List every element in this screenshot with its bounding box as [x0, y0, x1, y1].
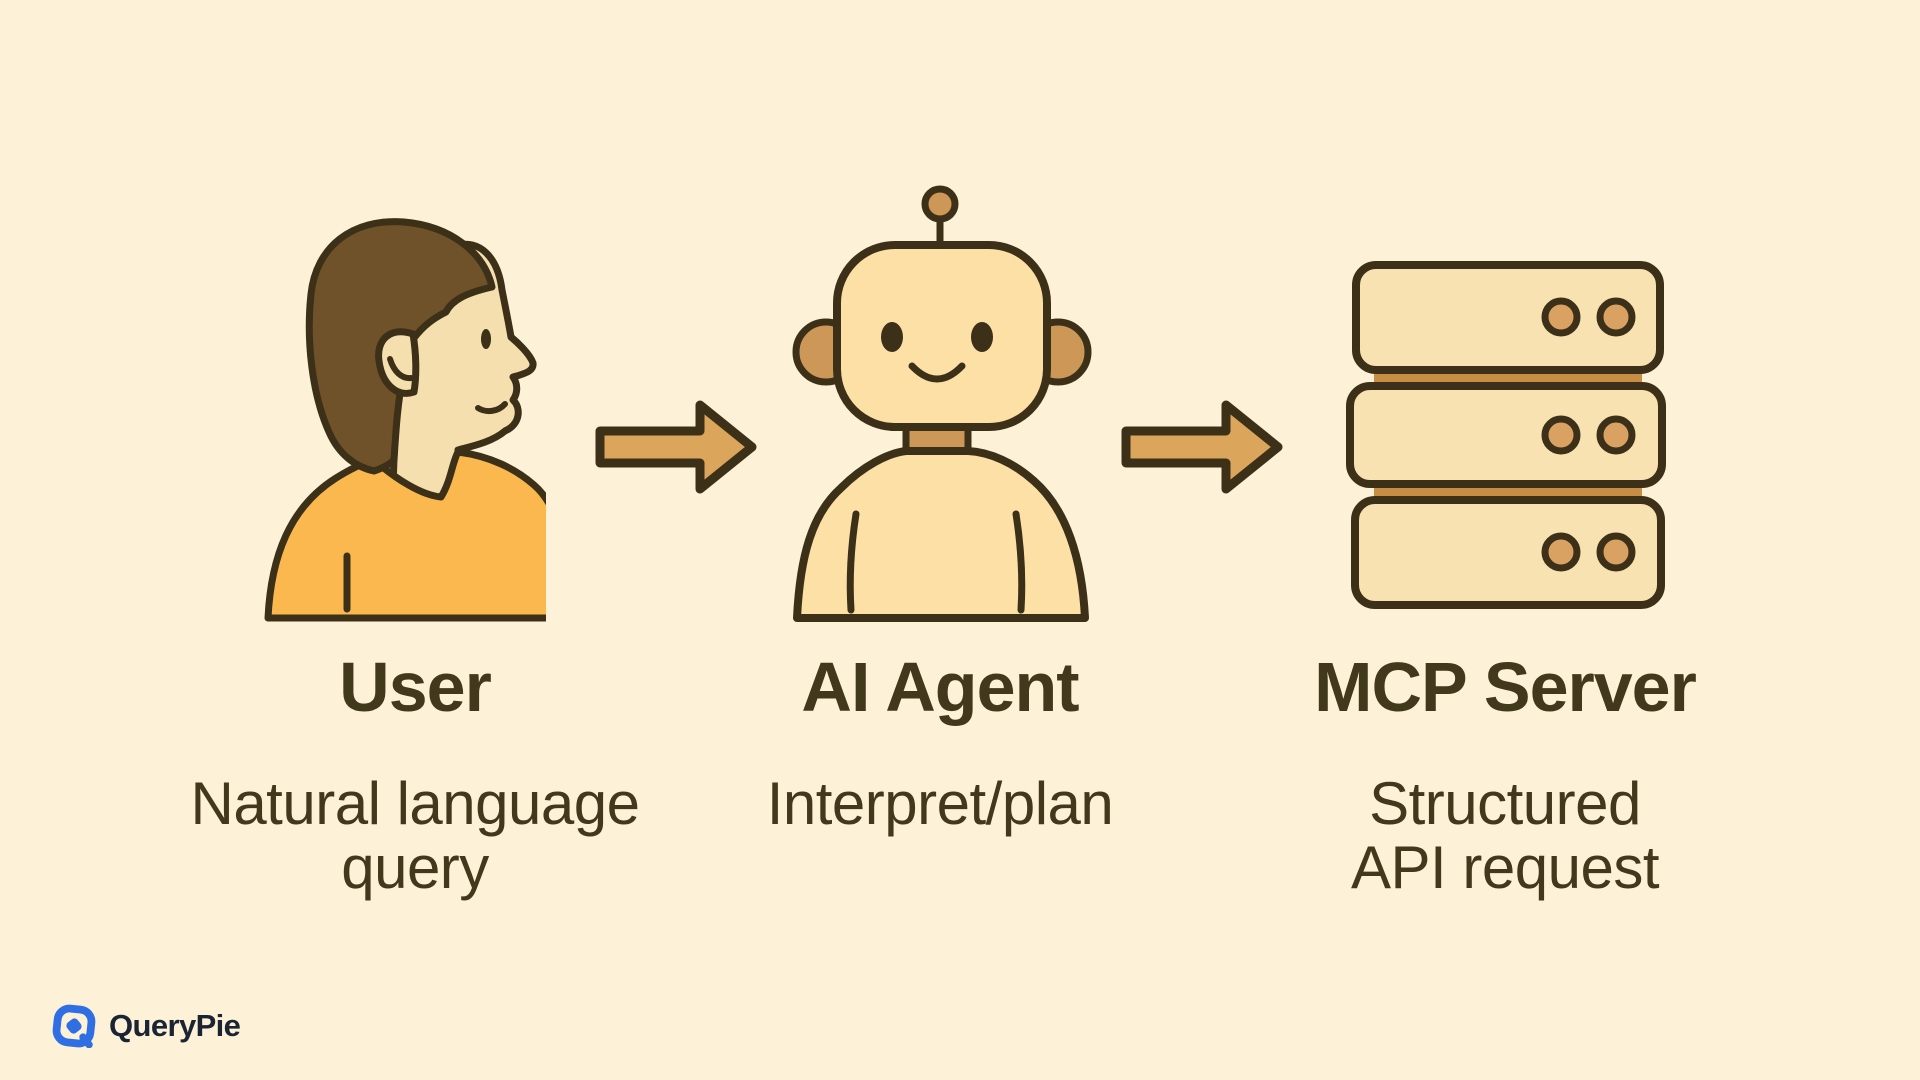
querypie-logo-text: QueryPie [109, 1008, 241, 1043]
server-light [1596, 297, 1636, 337]
server-stack-illustration [1346, 261, 1666, 609]
server-light [1596, 532, 1636, 572]
querypie-logo-icon [52, 1004, 96, 1048]
server-light [1541, 415, 1581, 455]
person-ear-inner [387, 356, 414, 382]
robot-antenna-ball [921, 185, 959, 223]
server-light [1596, 415, 1636, 455]
robot-head [833, 241, 1051, 431]
server-unit-3 [1351, 496, 1665, 609]
robot-smile [908, 362, 966, 383]
node-title-mcp-server: MCP Server [1314, 648, 1697, 726]
person-shirt [264, 448, 546, 622]
node-subtitle-ai-agent: Interpret/plan [766, 770, 1114, 837]
arrow-agent-to-server [1121, 400, 1283, 494]
server-light [1541, 532, 1581, 572]
server-unit-1 [1352, 261, 1664, 374]
server-unit-2 [1346, 382, 1666, 488]
robot-illustration [792, 185, 1092, 622]
robot-eye-right [971, 322, 993, 352]
person-eye [481, 329, 491, 349]
arrow-right-icon [595, 400, 757, 494]
robot-body [793, 447, 1089, 622]
arrow-user-to-agent [595, 400, 757, 494]
server-light [1541, 297, 1581, 337]
robot-arm-line-left [846, 510, 860, 614]
node-title-user: User [339, 648, 492, 726]
arrow-right-icon [1121, 400, 1283, 494]
node-subtitle-user: Natural language query [190, 770, 640, 901]
querypie-logo: QueryPie [52, 1002, 241, 1050]
node-subtitle-mcp-server: Structured API request [1350, 770, 1660, 901]
person-illustration [264, 218, 546, 622]
robot-eye-left [881, 322, 903, 352]
robot-arm-line-right [1012, 510, 1026, 614]
person-ear [375, 328, 420, 397]
node-title-ai-agent: AI Agent [801, 648, 1079, 726]
person-mouth [475, 401, 508, 415]
